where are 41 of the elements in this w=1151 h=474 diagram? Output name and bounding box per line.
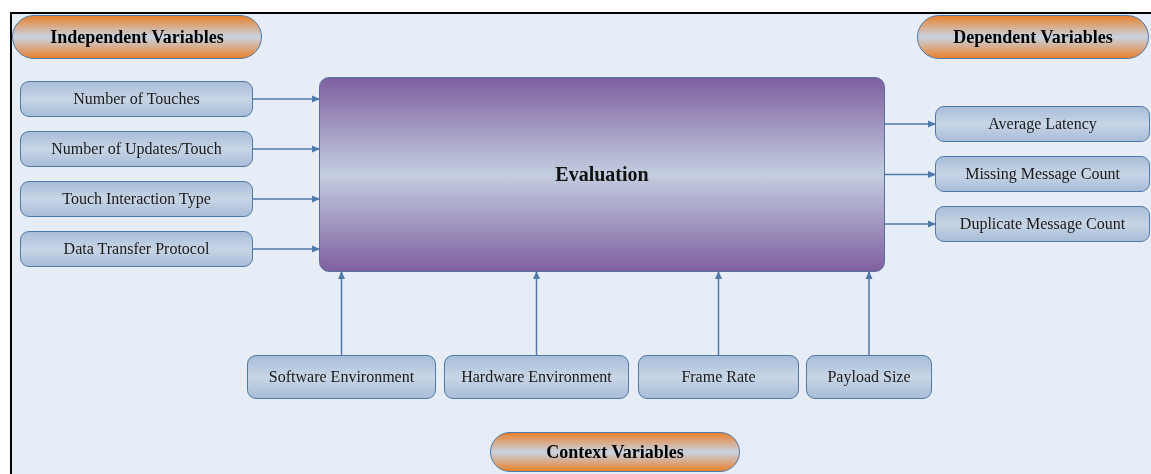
node-label: Data Transfer Protocol <box>63 239 210 259</box>
category-pill <box>490 432 740 472</box>
arrow <box>252 95 320 103</box>
variable-box <box>247 355 436 399</box>
node-label: Missing Message Count <box>965 164 1120 184</box>
node-label: Number of Touches <box>73 89 200 109</box>
node-label: Hardware Environment <box>461 367 612 387</box>
evaluation-box <box>319 77 885 272</box>
arrow <box>252 195 320 203</box>
node-label: Payload Size <box>827 367 911 387</box>
node-label: Average Latency <box>988 114 1097 134</box>
category-pill <box>917 15 1149 59</box>
variable-box <box>806 355 932 399</box>
arrow <box>884 171 936 178</box>
variable-box <box>935 106 1150 142</box>
variable-box <box>20 131 253 167</box>
node-label: Number of Updates/Touch <box>51 139 222 159</box>
arrow <box>252 145 320 153</box>
node-label: Frame Rate <box>681 367 756 387</box>
variable-box <box>638 355 799 399</box>
node-label: Independent Variables <box>50 26 224 48</box>
variable-box <box>935 206 1150 242</box>
node-label: Dependent Variables <box>953 26 1113 48</box>
arrow <box>533 271 540 356</box>
category-pill <box>12 15 262 59</box>
node-label: Evaluation <box>555 163 649 186</box>
arrow <box>884 120 936 128</box>
node-label: Touch Interaction Type <box>62 189 211 209</box>
variable-box <box>20 231 253 267</box>
node-label: Duplicate Message Count <box>959 214 1126 234</box>
variable-box <box>20 181 253 217</box>
variable-box <box>935 156 1150 192</box>
arrow <box>884 220 936 228</box>
variable-box <box>20 81 253 117</box>
arrow <box>865 271 873 356</box>
arrow <box>715 271 722 356</box>
arrow <box>252 245 320 253</box>
arrow <box>338 271 345 356</box>
node-label: Software Environment <box>268 367 415 387</box>
node-label: Context Variables <box>546 441 684 463</box>
variable-box <box>444 355 629 399</box>
